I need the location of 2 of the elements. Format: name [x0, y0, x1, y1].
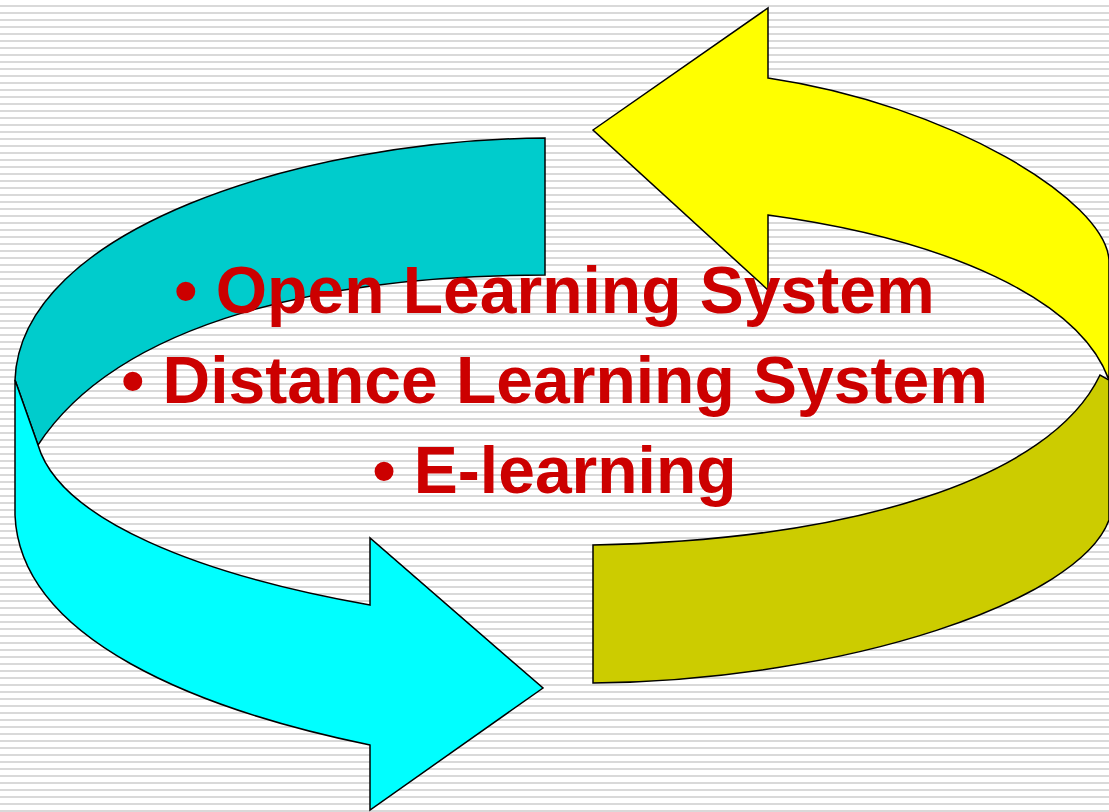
bullet-item: • E-learning — [372, 432, 737, 509]
bullet-item: • Distance Learning System — [121, 342, 988, 419]
